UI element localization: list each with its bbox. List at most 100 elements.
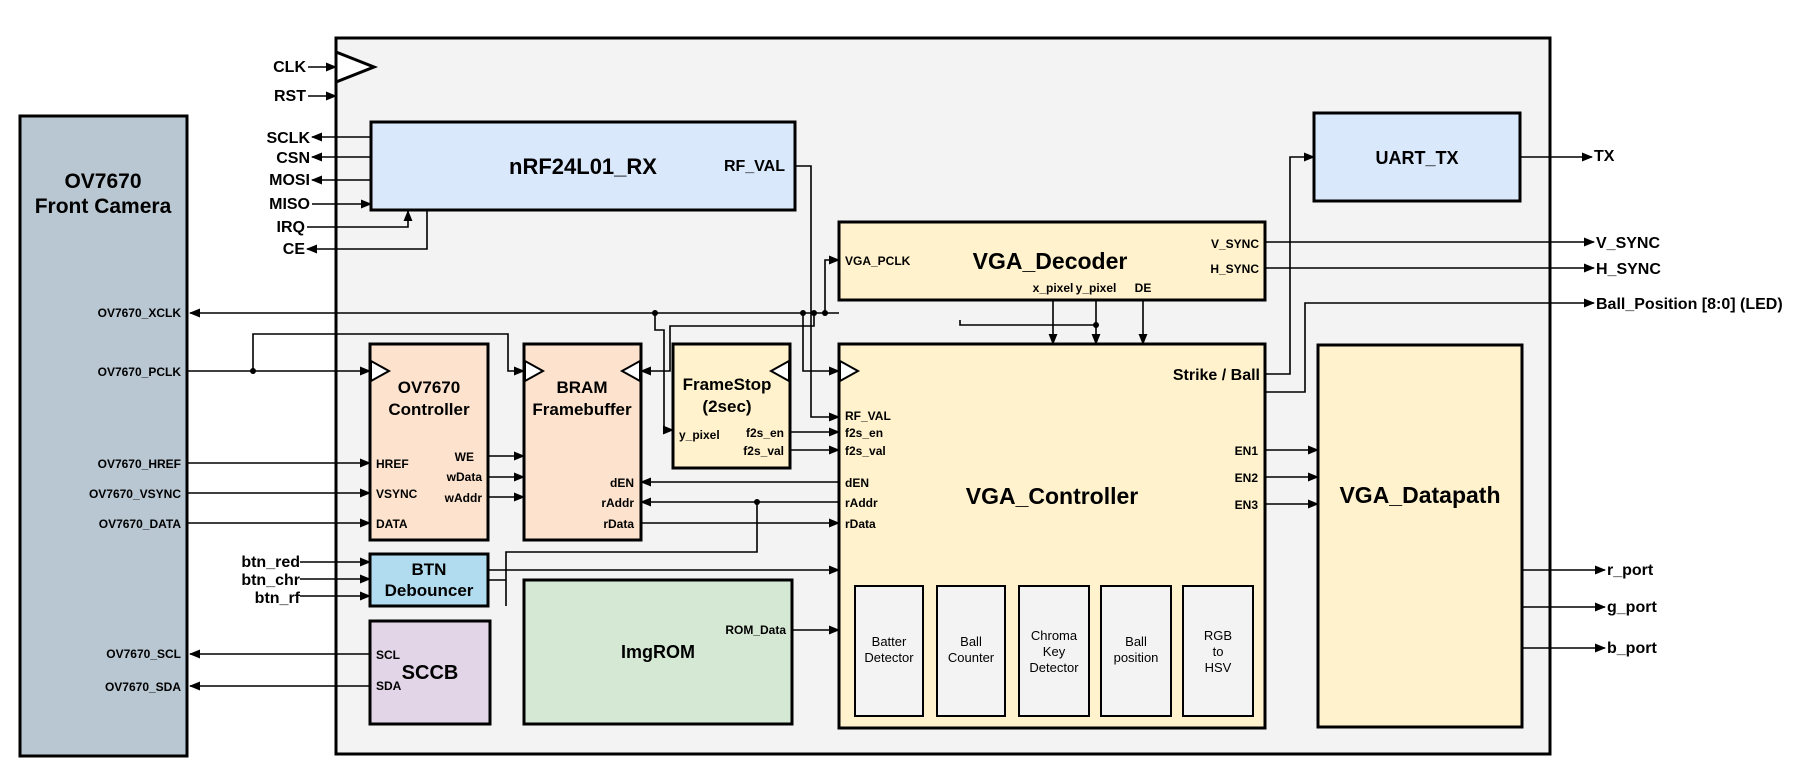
sclk-label: SCLK — [266, 130, 310, 147]
ov7670-scl-label: OV7670_SCL — [106, 647, 181, 661]
rgb-to-hsv-label-2: to — [1213, 644, 1224, 659]
ball-position-block — [1100, 585, 1172, 717]
controller-den-port: dEN — [845, 476, 869, 490]
framestop-title-line2: (2sec) — [702, 397, 751, 416]
ball-position-label-2: position — [1114, 650, 1159, 665]
miso-label: MISO — [269, 196, 310, 213]
decoder-de-port: DE — [1135, 281, 1152, 295]
bram-raddr-port: rAddr — [601, 496, 634, 510]
decoder-vga-pclk-port: VGA_PCLK — [845, 254, 911, 268]
rst-label: RST — [274, 88, 306, 105]
rgb-to-hsv-block — [1182, 585, 1254, 717]
ball-counter-label-2: Counter — [948, 650, 995, 665]
decoder-h-sync-port: H_SYNC — [1210, 262, 1259, 276]
btn-title-line2: Debouncer — [385, 581, 474, 600]
ov-ctrl-title-line1: OV7670 — [398, 378, 460, 397]
decoder-title: VGA_Decoder — [973, 248, 1128, 274]
chroma-key-label-3: Detector — [1029, 660, 1079, 675]
chroma-key-label-1: Chroma — [1031, 628, 1078, 643]
batter-detector-label-1: Batter — [872, 634, 907, 649]
ov7670-data-label: OV7670_DATA — [99, 517, 182, 531]
ball-counter-label-1: Ball — [960, 634, 982, 649]
decoder-y-pixel-port: y_pixel — [1076, 281, 1117, 295]
btn-rf-label: btn_rf — [255, 590, 301, 607]
rgb-to-hsv-label-1: RGB — [1204, 628, 1232, 643]
bram-rdata-port: rData — [603, 517, 634, 531]
controller-en3-port: EN3 — [1235, 498, 1259, 512]
framestop-f2s-en-port: f2s_en — [746, 426, 784, 440]
h-sync-output-label: H_SYNC — [1596, 261, 1661, 278]
controller-f2s-en-port: f2s_en — [845, 426, 883, 440]
bram-den-port: dEN — [610, 476, 634, 490]
controller-title: VGA_Controller — [966, 483, 1139, 509]
ov7670-href-label: OV7670_HREF — [98, 457, 181, 471]
framestop-title-line1: FrameStop — [683, 375, 772, 394]
ov-ctrl-title-line2: Controller — [388, 400, 470, 419]
irq-label: IRQ — [277, 219, 305, 236]
tx-label: TX — [1594, 148, 1615, 165]
controller-raddr-port: rAddr — [845, 496, 878, 510]
bram-title-line1: BRAM — [557, 378, 608, 397]
r-port-label: r_port — [1607, 562, 1654, 579]
ov-ctrl-wdata-port: wData — [446, 470, 483, 484]
datapath-title: VGA_Datapath — [1339, 482, 1500, 508]
csn-label: CSN — [276, 150, 310, 167]
camera-block — [18, 114, 189, 758]
controller-rf-val-port: RF_VAL — [845, 409, 891, 423]
btn-chr-label: btn_chr — [241, 572, 300, 589]
sccb-scl-port: SCL — [376, 648, 400, 662]
imgrom-title: ImgROM — [621, 642, 695, 662]
imgrom-block — [522, 578, 794, 726]
ov7670-sda-label: OV7670_SDA — [105, 680, 181, 694]
controller-strike-ball-port: Strike / Ball — [1173, 367, 1260, 384]
ov7670-xclk-label: OV7670_XCLK — [98, 306, 182, 320]
controller-en1-port: EN1 — [1235, 444, 1259, 458]
rx-rf-val-port: RF_VAL — [724, 158, 785, 175]
imgrom-rom-data-port: ROM_Data — [725, 623, 786, 637]
btn-debouncer-block — [368, 552, 490, 608]
framestop-clock-triangle — [768, 359, 790, 383]
decoder-x-pixel-port: x_pixel — [1033, 281, 1074, 295]
rx-title: nRF24L01_RX — [509, 154, 657, 179]
chroma-key-detector-block — [1018, 585, 1090, 717]
ov7670-controller-block — [368, 342, 490, 542]
rgb-to-hsv-label-3: HSV — [1205, 660, 1232, 675]
ov7670-vsync-label: OV7670_VSYNC — [89, 487, 181, 501]
controller-rdata-port: rData — [845, 517, 876, 531]
btn-red-label: btn_red — [241, 554, 300, 571]
vga-decoder-block — [837, 220, 1267, 302]
ball-position-label-1: Ball — [1125, 634, 1147, 649]
ov-ctrl-waddr-port: wAddr — [444, 491, 483, 505]
btn-title-line1: BTN — [412, 560, 447, 579]
ov7670-pclk-label: OV7670_PCLK — [98, 365, 182, 379]
uart-title: UART_TX — [1375, 148, 1458, 168]
chroma-key-label-2: Key — [1043, 644, 1066, 659]
bram-title-line2: Framebuffer — [532, 400, 632, 419]
mosi-label: MOSI — [269, 172, 310, 189]
sccb-sda-port: SDA — [376, 679, 402, 693]
ov-ctrl-href-port: HREF — [376, 457, 409, 471]
ov-ctrl-data-port: DATA — [376, 517, 408, 531]
decoder-v-sync-port: V_SYNC — [1211, 237, 1259, 251]
framestop-f2s-val-port: f2s_val — [743, 444, 784, 458]
v-sync-output-label: V_SYNC — [1596, 235, 1660, 252]
framestop-block — [671, 342, 792, 470]
clk-label: CLK — [273, 59, 306, 76]
bram-framebuffer-block — [522, 342, 643, 542]
batter-detector-block — [854, 585, 924, 717]
wires — [187, 62, 1607, 691]
framestop-y-pixel-port: y_pixel — [679, 428, 720, 442]
ball-counter-block — [936, 585, 1006, 717]
camera-title-line2: Front Camera — [35, 195, 172, 218]
vga-datapath-block — [1316, 343, 1524, 729]
ov-ctrl-vsync-port: VSYNC — [376, 487, 418, 501]
batter-detector-label-2: Detector — [864, 650, 914, 665]
nrf24l01-rx-block — [369, 120, 797, 212]
ov-ctrl-we-port: WE — [455, 450, 474, 464]
controller-f2s-val-port: f2s_val — [845, 444, 886, 458]
camera-title-line1: OV7670 — [64, 170, 141, 193]
g-port-label: g_port — [1607, 599, 1657, 616]
b-port-label: b_port — [1607, 640, 1657, 657]
controller-en2-port: EN2 — [1235, 471, 1259, 485]
